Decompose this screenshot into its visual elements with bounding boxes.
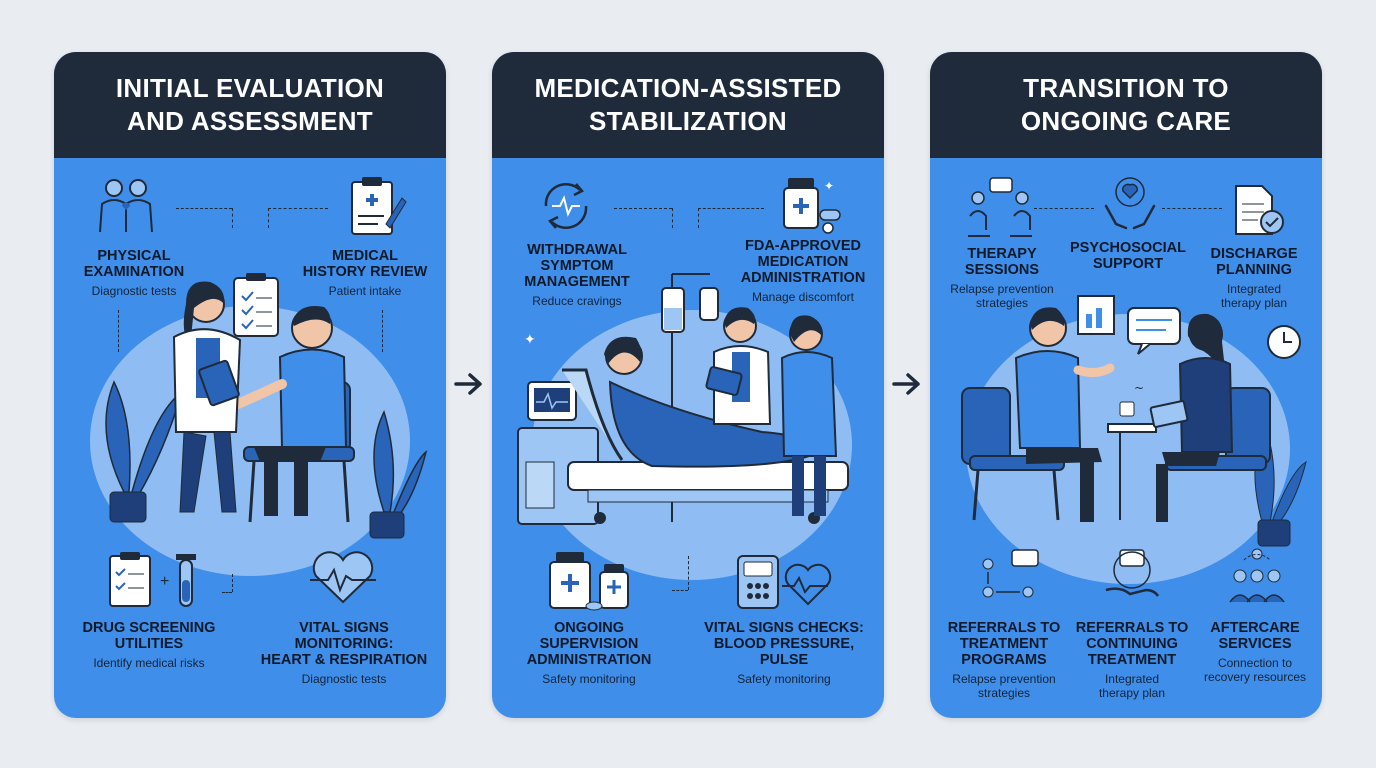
item-subtitle: Patient intake <box>328 284 402 298</box>
panel-header: INITIAL EVALUATION AND ASSESSMENT <box>54 52 446 158</box>
step-psychosocial-support: PSYCHOSOCIAL SUPPORT <box>1058 240 1198 276</box>
withdrawal-cycle-icon <box>544 183 588 229</box>
arrow-right-icon <box>454 373 482 395</box>
panel-header: TRANSITION TO ONGOING CARE <box>930 52 1322 158</box>
item-subtitle: Diagnostic tests <box>301 672 387 686</box>
exam-scene-illustration <box>105 273 428 539</box>
item-title: ONGOING SUPERVISION ADMINISTRATION <box>526 620 652 668</box>
step-referrals-treatment-programs: REFERRALS TO TREATMENT PROGRAMS Relapse … <box>936 620 1072 700</box>
step-physical-examination: PHYSICAL EXAMINATION Diagnostic tests <box>64 248 204 298</box>
panel-ongoing-care: TRANSITION TO ONGOING CARE <box>930 52 1322 718</box>
panel-medication-stabilization: MEDICATION-ASSISTED STABILIZATION <box>492 52 884 718</box>
item-title: PHYSICAL EXAMINATION <box>83 248 185 280</box>
therapy-session-icon <box>968 177 1032 237</box>
connector <box>698 208 699 228</box>
connector <box>268 208 328 209</box>
panel-title: MEDICATION-ASSISTED STABILIZATION <box>534 73 842 136</box>
bp-monitor-icon <box>737 555 832 609</box>
step-fda-medication: FDA-APPROVED MEDICATION ADMINISTRATION M… <box>722 238 884 304</box>
caregiver-patient-icon <box>99 179 153 233</box>
item-title: WITHDRAWAL SYMPTOM MANAGEMENT <box>524 242 630 290</box>
aftercare-group-icon <box>1229 548 1285 603</box>
drug-screening-icon: + <box>109 552 196 607</box>
item-title: PSYCHOSOCIAL SUPPORT <box>1069 240 1186 272</box>
step-drug-screening: DRUG SCREENING UTILITIES Identify medica… <box>66 620 232 670</box>
connector <box>118 310 119 352</box>
item-title: DRUG SCREENING UTILITIES <box>82 620 216 652</box>
connector <box>1162 208 1222 209</box>
svg-text:~: ~ <box>1134 381 1144 395</box>
svg-text:✦: ✦ <box>824 179 834 193</box>
connector <box>232 574 233 592</box>
item-subtitle: Reduce cravings <box>532 294 622 308</box>
connector <box>176 208 232 209</box>
step-ongoing-supervision: ONGOING SUPERVISION ADMINISTRATION Safet… <box>506 620 672 686</box>
step-vital-signs-checks: VITAL SIGNS CHECKS: BLOOD PRESSURE, PULS… <box>688 620 880 686</box>
item-subtitle: Safety monitoring <box>737 672 831 686</box>
connector <box>222 592 232 593</box>
step-withdrawal-management: WITHDRAWAL SYMPTOM MANAGEMENT Reduce cra… <box>502 242 652 308</box>
pill-bottle-icon: ✦ <box>783 178 841 234</box>
panel-header: MEDICATION-ASSISTED STABILIZATION <box>492 52 884 158</box>
support-hands-heart-icon <box>1104 177 1156 230</box>
hospital-bed-scene-illustration: ✦ <box>517 273 849 525</box>
referral-network-icon <box>982 549 1039 598</box>
item-title: THERAPY SESSIONS <box>964 246 1040 278</box>
connector <box>698 208 764 209</box>
arrow-right-icon <box>892 373 920 395</box>
item-title: FDA-APPROVED MEDICATION ADMINISTRATION <box>740 238 866 286</box>
step-aftercare-services: AFTERCARE SERVICES Connection to recover… <box>1192 620 1318 684</box>
svg-text:✦: ✦ <box>524 332 536 348</box>
connector <box>382 310 383 352</box>
step-therapy-sessions: THERAPY SESSIONS Relapse prevention stra… <box>936 246 1068 310</box>
connector <box>232 208 233 228</box>
connector <box>1034 208 1094 209</box>
item-subtitle: Relapse prevention strategies <box>950 282 1054 310</box>
connector <box>614 208 672 209</box>
item-subtitle: Integrated therapy plan <box>1098 672 1166 700</box>
item-subtitle: Diagnostic tests <box>91 284 177 298</box>
heart-monitor-icon <box>310 551 376 604</box>
item-title: DISCHARGE PLANNING <box>1210 246 1298 278</box>
svg-text:+: + <box>160 573 169 590</box>
item-subtitle: Safety monitoring <box>542 672 636 686</box>
medical-record-clipboard-icon <box>351 177 407 235</box>
item-subtitle: Connection to recovery resources <box>1203 656 1307 684</box>
item-title: REFERRALS TO TREATMENT PROGRAMS <box>947 620 1061 668</box>
counseling-scene-illustration: ~ <box>961 295 1307 547</box>
step-referrals-continuing-treatment: REFERRALS TO CONTINUING TREATMENT Integr… <box>1064 620 1200 700</box>
discharge-document-icon <box>1235 185 1284 235</box>
connector <box>672 208 673 228</box>
panel-title: INITIAL EVALUATION AND ASSESSMENT <box>115 73 385 136</box>
item-title: AFTERCARE SERVICES <box>1210 620 1300 652</box>
item-subtitle: Relapse prevention strategies <box>952 672 1056 700</box>
connector <box>268 208 269 228</box>
continuing-care-icon <box>1105 549 1160 597</box>
item-subtitle: Identify medical risks <box>93 656 205 670</box>
item-title: VITAL SIGNS CHECKS: BLOOD PRESSURE, PULS… <box>704 620 864 668</box>
item-title: MEDICAL HISTORY REVIEW <box>302 248 428 280</box>
item-title: VITAL SIGNS MONITORING: HEART & RESPIRAT… <box>260 620 428 668</box>
step-medical-history-review: MEDICAL HISTORY REVIEW Patient intake <box>290 248 440 298</box>
medicine-bottles-icon <box>549 552 629 611</box>
item-title: REFERRALS TO CONTINUING TREATMENT <box>1075 620 1189 668</box>
connector <box>672 590 688 591</box>
panel-initial-evaluation: INITIAL EVALUATION AND ASSESSMENT <box>54 52 446 718</box>
scene-backdrop <box>90 306 410 576</box>
connector <box>688 556 689 590</box>
step-vital-signs-monitoring: VITAL SIGNS MONITORING: HEART & RESPIRAT… <box>254 620 434 686</box>
item-subtitle: Manage discomfort <box>751 290 855 304</box>
step-discharge-planning: DISCHARGE PLANNING Integrated therapy pl… <box>1190 246 1318 310</box>
panel-title: TRANSITION TO ONGOING CARE <box>1020 73 1232 136</box>
item-subtitle: Integrated therapy plan <box>1220 282 1288 310</box>
